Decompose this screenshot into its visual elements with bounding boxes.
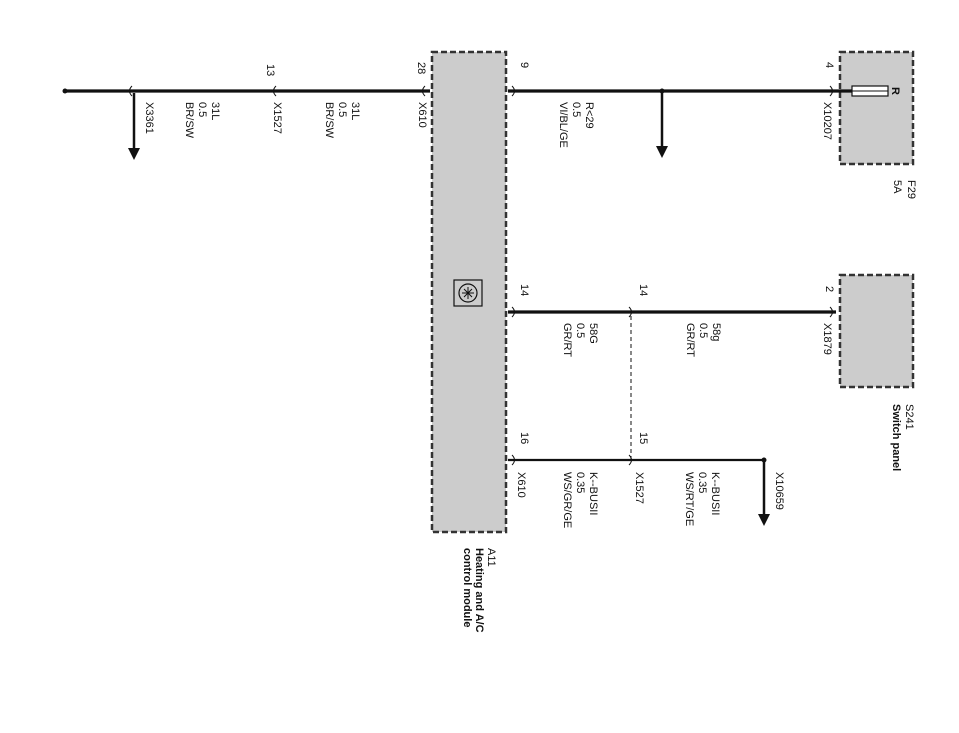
signal-31l-right: 31L: [349, 102, 361, 120]
color-31l-right: BR/SW: [323, 102, 335, 139]
connector-x10659: X10659: [773, 472, 785, 510]
switch-panel-label-group: S241 Switch panel: [890, 404, 915, 471]
signal-58g-right: 58g: [710, 323, 722, 341]
wire-31l-left-desc: 31L 0.5 BR/SW: [183, 102, 221, 139]
wire-58g: [508, 306, 836, 318]
pin-14-module: 14: [518, 284, 530, 296]
connector-x610-top: X610: [416, 102, 428, 128]
fuse-f29-box: [838, 50, 915, 166]
size-58g-left: 0.5: [574, 323, 586, 338]
size-kbus-right: 0.35: [696, 472, 708, 493]
wire-58g-left-desc: 58G 0.5 GR/RT: [561, 323, 599, 357]
pin-15: 15: [637, 432, 649, 444]
fuse-id: F29: [905, 180, 917, 199]
fuse-terminal: R: [889, 87, 901, 95]
signal-31l-left: 31L: [209, 102, 221, 120]
signal-58g-left: 58G: [587, 323, 599, 344]
pin-13: 13: [264, 64, 276, 76]
pin-16: 16: [518, 432, 530, 444]
color-kbus-left: WS/GR/GE: [561, 472, 573, 528]
wire-kbus-left-desc: K--BUSII 0.35 WS/GR/GE: [561, 472, 599, 528]
pin-4: 4: [823, 62, 835, 68]
wire-kbus-right-desc: K--BUSII 0.35 WS/RT/GE: [683, 472, 721, 526]
pin-14-x1527: 14: [637, 284, 649, 296]
size-31l-left: 0.5: [196, 102, 208, 117]
size-r29: 0.5: [570, 102, 582, 117]
connector-x1527-bottom: X1527: [633, 472, 645, 504]
connector-x1879: X1879: [821, 323, 833, 355]
module-id: A11: [485, 548, 497, 567]
color-r29: VI/BL/GE: [557, 102, 569, 148]
module-name-line2: control module: [461, 548, 473, 627]
wire-31l-right-desc: 31L 0.5 BR/SW: [323, 102, 361, 139]
fuse-label-group: F29 5A: [891, 180, 917, 199]
color-kbus-right: WS/RT/GE: [683, 472, 695, 526]
size-kbus-left: 0.35: [574, 472, 586, 493]
fuse-element-icon: [851, 85, 889, 97]
switch-panel-id: S241: [903, 404, 915, 430]
connector-x3361-label: X3361: [143, 102, 155, 134]
size-31l-right: 0.5: [336, 102, 348, 117]
color-58g-right: GR/RT: [684, 323, 696, 357]
wire-r29: [508, 85, 852, 158]
size-58g-right: 0.5: [697, 323, 709, 338]
wire-kbus: [508, 454, 770, 526]
color-31l-left: BR/SW: [183, 102, 195, 139]
fuse-rating: 5A: [891, 180, 903, 194]
switch-panel-name: Switch panel: [890, 404, 902, 471]
module-name-line1: Heating and A/C: [473, 548, 485, 633]
color-58g-left: GR/RT: [561, 323, 573, 357]
pin-9: 9: [518, 62, 530, 68]
connector-x1527-top: X1527: [271, 102, 283, 134]
wire-58g-right-desc: 58g 0.5 GR/RT: [684, 323, 722, 357]
signal-r29: R<29: [583, 102, 595, 129]
connector-x610-bottom: X610: [515, 472, 527, 498]
connector-x10207: X10207: [821, 102, 833, 140]
wire-31l: [62, 85, 430, 160]
pin-2: 2: [823, 286, 835, 292]
module-label-group: A11 Heating and A/C control module: [461, 548, 497, 633]
heating-ac-symbol-icon: [453, 279, 483, 307]
pin-28: 28: [415, 62, 427, 74]
signal-kbus-right: K--BUSII: [709, 472, 721, 515]
wire-r29-desc: R<29 0.5 VI/BL/GE: [557, 102, 595, 148]
signal-kbus-left: K--BUSII: [587, 472, 599, 515]
switch-panel-box: [838, 273, 915, 389]
